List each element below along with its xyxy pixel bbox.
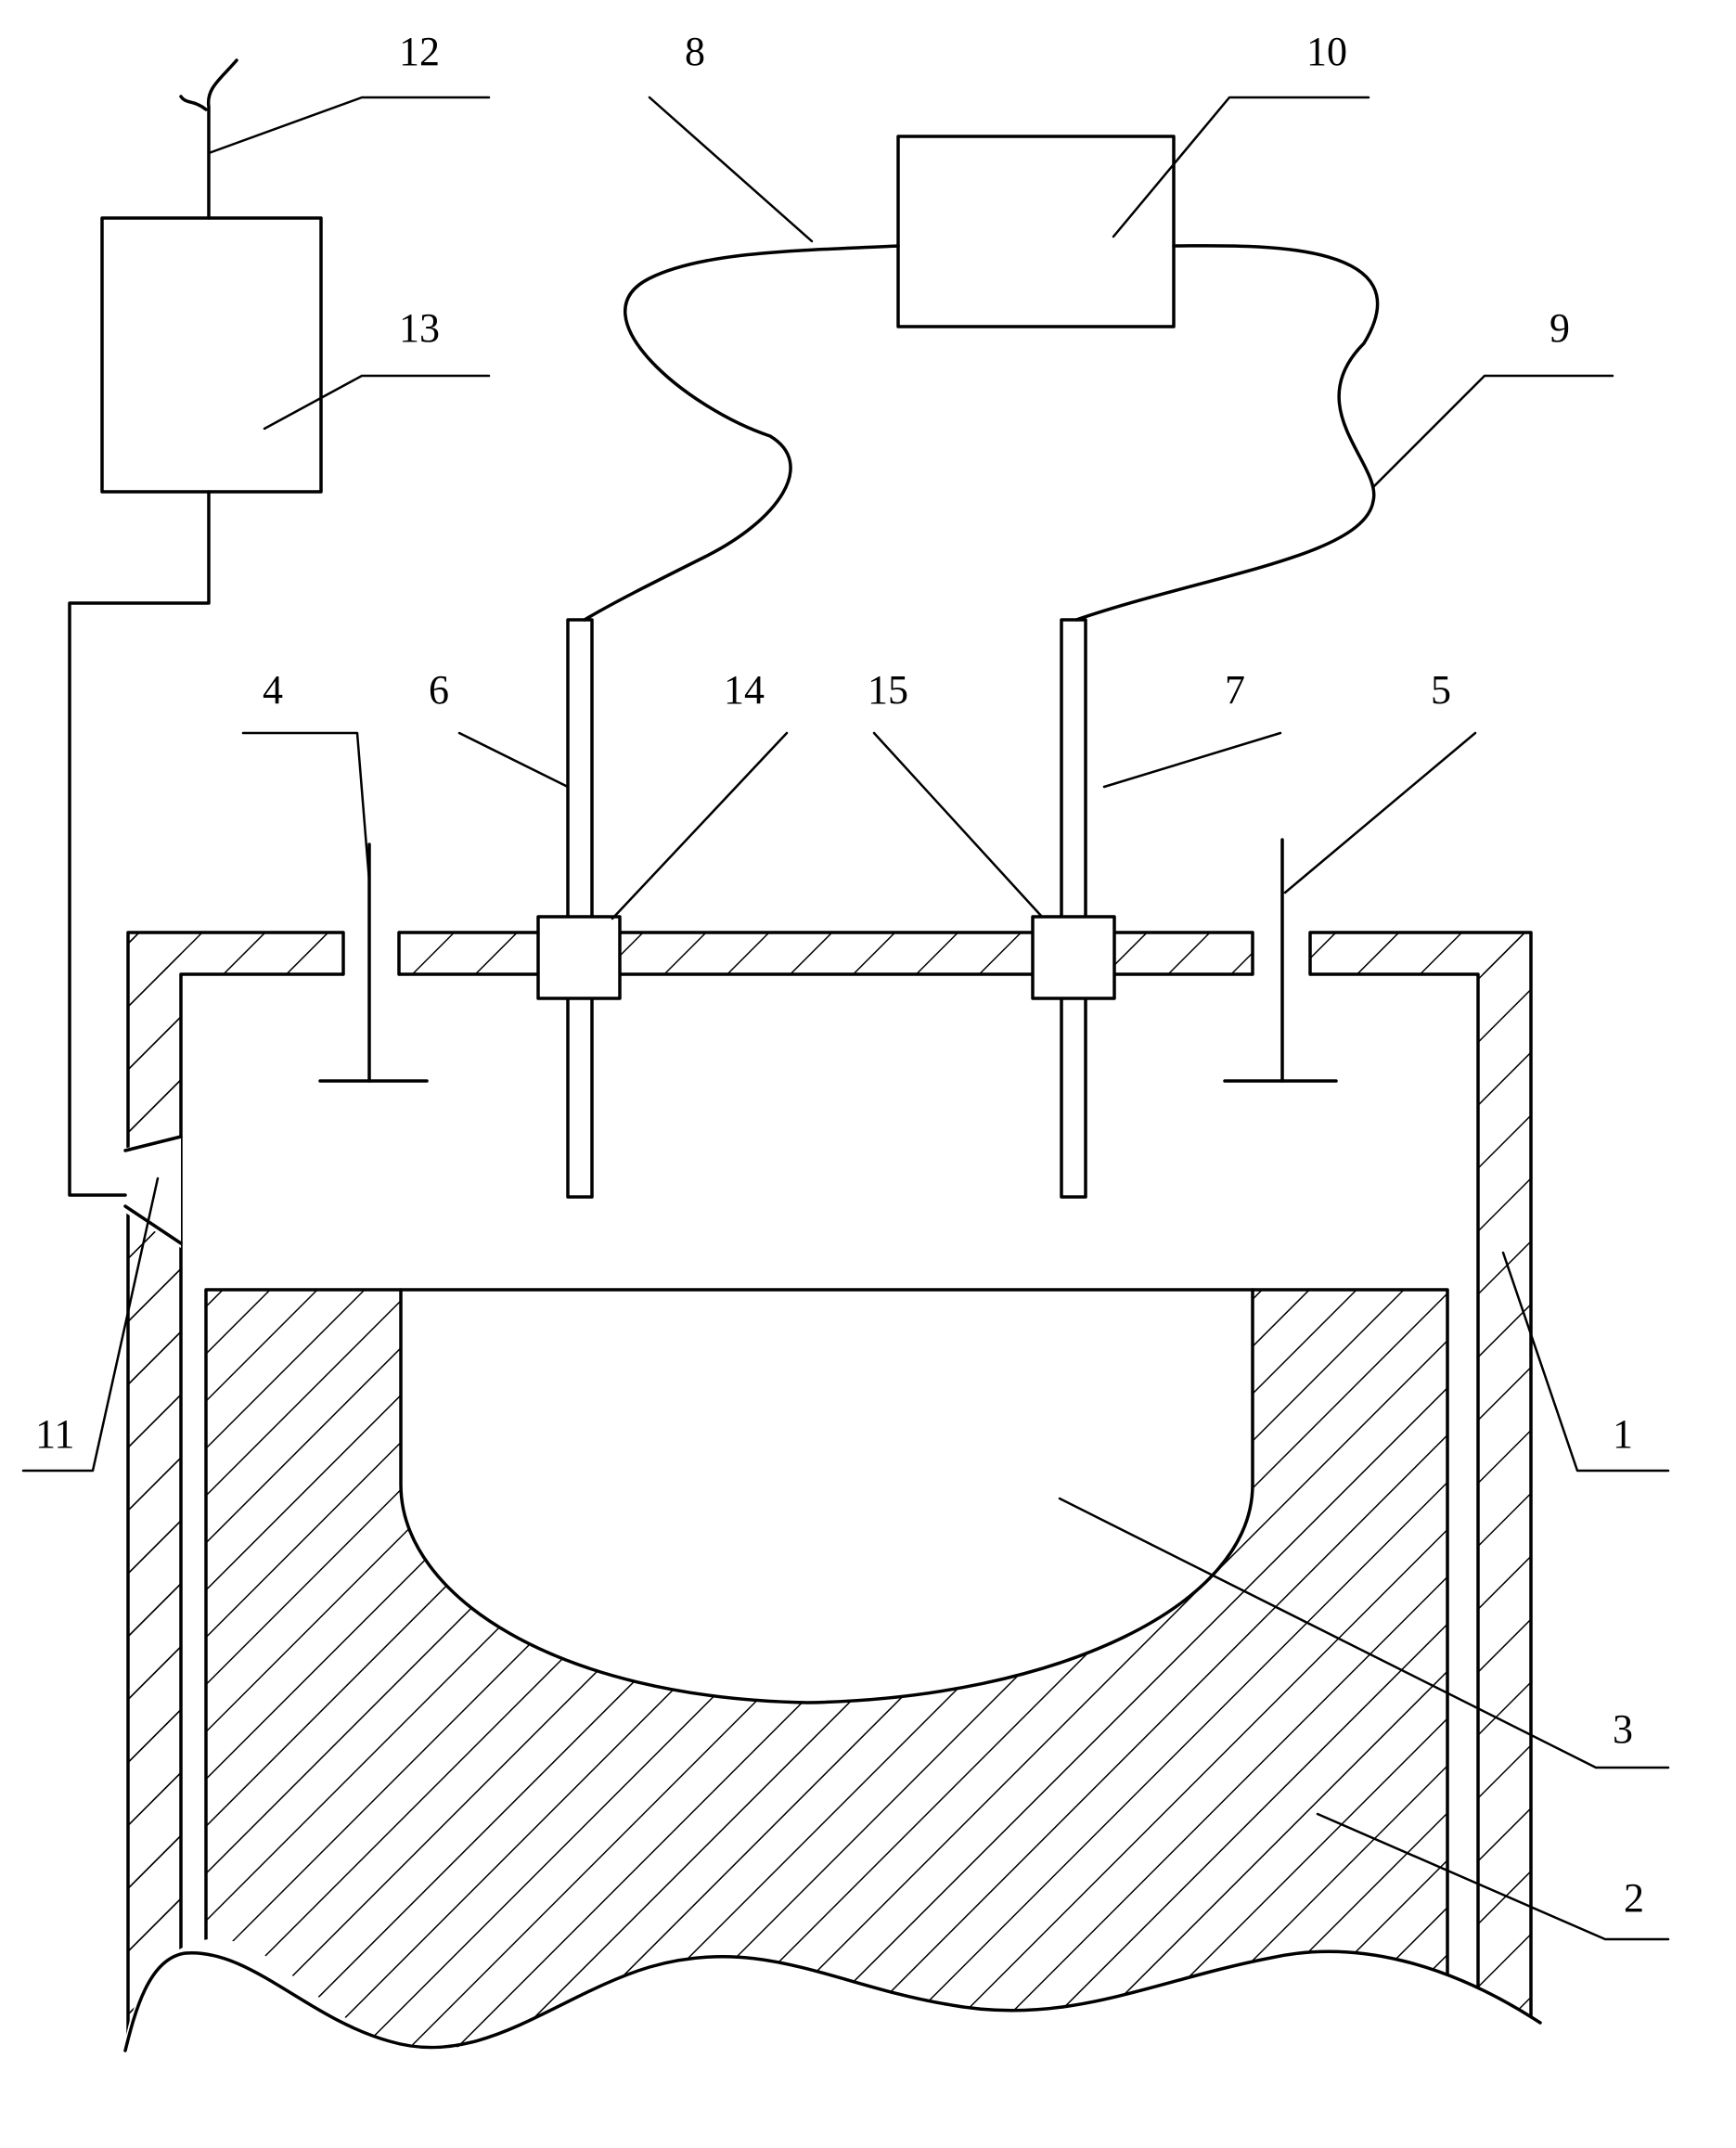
label-3: 3 [1613, 1706, 1633, 1752]
box-10 [898, 136, 1174, 327]
wire-8 [585, 246, 898, 620]
box-13 [102, 218, 321, 492]
electrode-6 [568, 620, 592, 1197]
label-7: 7 [1225, 667, 1245, 713]
label-14: 14 [724, 667, 765, 713]
label-13: 13 [399, 305, 440, 351]
label-5: 5 [1431, 667, 1451, 713]
label-12: 12 [399, 29, 440, 74]
label-6: 6 [429, 667, 449, 713]
label-15: 15 [868, 667, 908, 713]
sleeve-15 [1033, 917, 1114, 998]
label-1: 1 [1613, 1411, 1633, 1457]
label-10: 10 [1306, 29, 1347, 74]
sleeve-14 [538, 917, 620, 998]
line-12 [209, 60, 237, 218]
label-9: 9 [1550, 305, 1570, 351]
label-2: 2 [1624, 1875, 1644, 1921]
label-11: 11 [35, 1411, 74, 1457]
electrode-7 [1061, 620, 1086, 1197]
label-4: 4 [263, 667, 283, 713]
label-8: 8 [685, 29, 705, 74]
